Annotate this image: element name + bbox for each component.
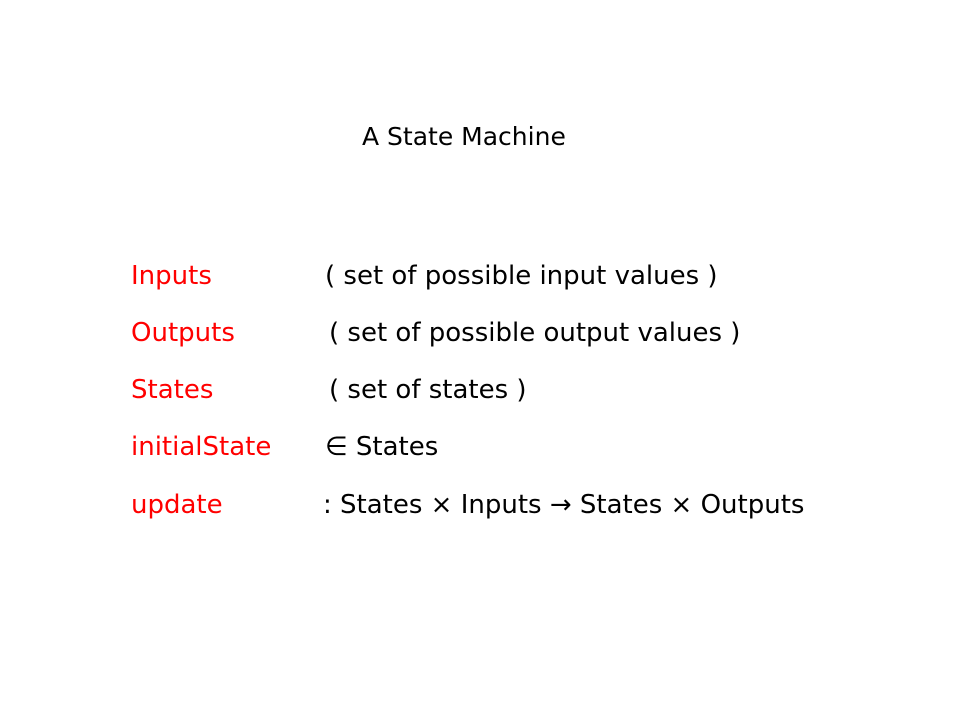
definition-row-initial-state: initialState ∈ States: [0, 427, 960, 467]
term-outputs: Outputs: [131, 318, 235, 348]
definition-states: ( set of states ): [329, 375, 527, 405]
term-states: States: [131, 375, 214, 405]
term-update: update: [131, 490, 223, 520]
definition-initial-state: ∈ States: [325, 432, 439, 462]
definition-update: : States × Inputs → States × Outputs: [323, 490, 805, 520]
definition-row-inputs: Inputs ( set of possible input values ): [0, 256, 960, 296]
definition-inputs: ( set of possible input values ): [325, 261, 718, 291]
term-inputs: Inputs: [131, 261, 212, 291]
slide-title: A State Machine: [362, 122, 566, 151]
term-initial-state: initialState: [131, 432, 272, 462]
definition-row-outputs: Outputs ( set of possible output values …: [0, 313, 960, 353]
definition-row-states: States ( set of states ): [0, 370, 960, 410]
definition-outputs: ( set of possible output values ): [329, 318, 741, 348]
definition-row-update: update : States × Inputs → States × Outp…: [0, 485, 960, 525]
